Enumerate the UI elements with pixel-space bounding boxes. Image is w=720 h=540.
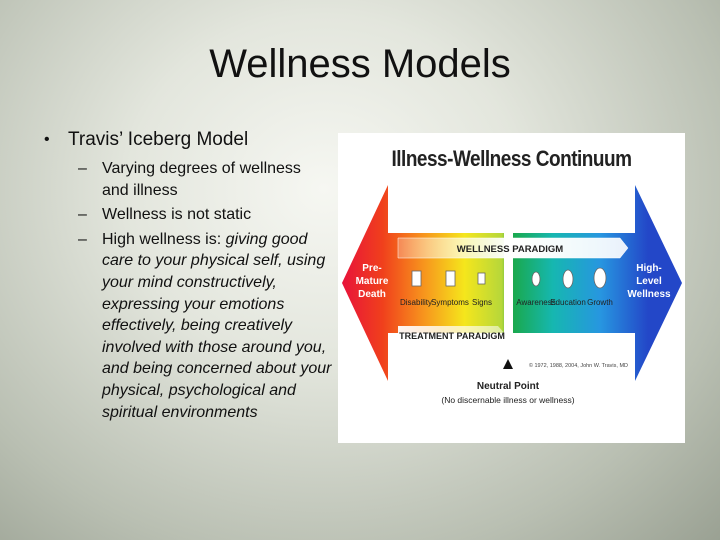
illness-wellness-diagram: WELLNESS PARADIGM TREATMENT PARADIGM Dis… xyxy=(338,133,685,443)
neutral-point-marker-icon xyxy=(503,359,513,369)
wellness-paradigm-arrow xyxy=(397,237,629,259)
bullet-main-text: Travis’ Iceberg Model xyxy=(68,129,249,150)
stage-awareness: Awareness xyxy=(516,298,555,307)
stage-disability: Disability xyxy=(400,298,432,307)
sub-bullet-3-italic: giving good care to your physical self, … xyxy=(102,230,332,421)
label-line: Death xyxy=(358,289,386,300)
label-line: Pre- xyxy=(362,263,381,274)
signs-marker xyxy=(477,272,486,285)
diagram-title: Illness-Wellness Continuum xyxy=(391,147,632,172)
continuum-graphic: WELLNESS PARADIGM TREATMENT PARADIGM Dis… xyxy=(342,185,682,405)
bullet-main: • Travis’ Iceberg Model xyxy=(44,128,334,152)
sub-bullet-1-text: Varying degrees of wellness and illness xyxy=(102,160,301,199)
treatment-paradigm-arrow xyxy=(398,326,506,344)
label-line: Wellness xyxy=(627,289,671,300)
dash-icon: – xyxy=(78,160,87,177)
stage-symptoms: Symptoms xyxy=(431,298,469,307)
label-line: Mature xyxy=(356,276,389,287)
growth-marker xyxy=(593,267,607,289)
sub-bullet-3-prefix: High wellness is: xyxy=(102,230,226,248)
copyright-note: © 1972, 1988, 2004, John W. Travis, MD xyxy=(529,362,628,369)
stage-signs: Signs xyxy=(472,298,492,307)
dash-icon: – xyxy=(78,230,87,248)
sub-bullet-2: – Wellness is not static xyxy=(78,204,334,226)
treatment-paradigm-label: TREATMENT PARADIGM xyxy=(399,331,505,341)
sub-bullet-2-text: Wellness is not static xyxy=(102,206,252,224)
slide-title: Wellness Models xyxy=(209,42,511,86)
wellness-paradigm-label: WELLNESS PARADIGM xyxy=(457,244,564,255)
neutral-point-sublabel: (No discernable illness or wellness) xyxy=(441,395,574,405)
sub-bullet-1: – Varying degrees of wellness and illnes… xyxy=(78,158,334,201)
sub-bullet-3: – High wellness is: giving good care to … xyxy=(78,229,334,423)
label-line: High- xyxy=(636,263,662,274)
sub-bullet-3-text: High wellness is: giving good care to yo… xyxy=(102,229,332,423)
awareness-marker xyxy=(531,271,541,287)
disability-marker xyxy=(411,270,422,287)
bullet-list: • Travis’ Iceberg Model – Varying degree… xyxy=(44,128,334,426)
neutral-center-bar xyxy=(504,230,513,358)
symptoms-marker xyxy=(445,270,456,287)
bullet-dot-icon: • xyxy=(44,131,50,148)
stage-education: Education xyxy=(550,298,586,307)
dash-icon: – xyxy=(78,206,87,224)
neutral-point-label: Neutral Point xyxy=(477,381,540,392)
stage-growth: Growth xyxy=(587,298,613,307)
label-line: Level xyxy=(636,276,662,287)
education-marker xyxy=(562,269,574,289)
